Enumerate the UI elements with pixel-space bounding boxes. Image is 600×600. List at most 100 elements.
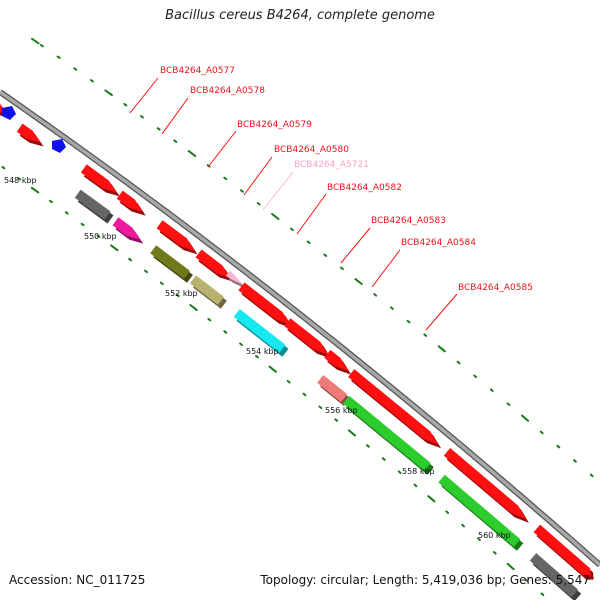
gene-features [0, 103, 594, 600]
minor-tick [573, 459, 577, 463]
minor-tick [397, 470, 402, 474]
minor-tick [173, 139, 178, 143]
minor-tick [223, 176, 228, 181]
kbp-label: 550 kbp [84, 232, 117, 241]
minor-tick [461, 523, 465, 528]
minor-tick [48, 199, 53, 204]
minor-tick [39, 43, 44, 48]
minor-tick [140, 115, 144, 119]
gene-arrow-khaki [189, 275, 227, 309]
minor-tick [489, 388, 494, 392]
minor-tick [540, 592, 545, 596]
major-tick [110, 244, 119, 252]
minor-tick [302, 392, 307, 397]
gene-arrow-red [324, 349, 352, 375]
gene-arrow-red [116, 190, 146, 216]
minor-tick [524, 578, 529, 583]
minor-tick [373, 293, 378, 297]
minor-tick [56, 55, 61, 59]
gene-arrow-blue [2, 106, 16, 120]
major-tick [521, 414, 530, 422]
minor-tick [73, 67, 78, 71]
kbp-label: 552 kbp [165, 289, 198, 298]
minor-tick [506, 402, 511, 406]
minor-tick [159, 281, 164, 286]
minor-tick [456, 360, 461, 365]
gene-arrow-red [443, 448, 529, 523]
minor-tick [406, 319, 411, 324]
label-leader-line [207, 130, 237, 168]
gene-arrow-red [238, 282, 294, 329]
gene-label: BCB4264_A0584 [401, 238, 476, 248]
minor-tick [144, 269, 148, 274]
genome-info-text: Topology: circular; Length: 5,419,036 bp… [260, 573, 590, 587]
minor-tick [255, 354, 259, 359]
tick-dots [1, 37, 594, 596]
gene-arrow-cyan [233, 309, 289, 357]
gene-label: BCB4264_A0577 [160, 66, 235, 76]
minor-tick [556, 444, 561, 449]
minor-tick [239, 342, 243, 346]
map-title: Bacillus cereus B4264, complete genome [165, 8, 435, 23]
minor-tick [223, 330, 228, 334]
gene-arrow-salmon [317, 375, 351, 406]
minor-tick [473, 374, 478, 379]
major-tick [437, 345, 446, 353]
accession-text: Accession: NC_011725 [9, 573, 146, 587]
minor-tick [17, 177, 22, 181]
gene-arrow-gray [74, 189, 114, 224]
backbone-line [0, 90, 600, 567]
minor-tick [381, 457, 386, 461]
major-tick [187, 150, 197, 157]
minor-tick [323, 253, 328, 257]
minor-tick [423, 333, 428, 337]
gene-label: BCB4264_A0580 [274, 145, 349, 155]
minor-tick [413, 483, 418, 488]
minor-tick [240, 189, 244, 193]
gene-arrow-green [438, 474, 524, 551]
gene-arrow-olive [150, 245, 193, 283]
minor-tick [389, 306, 394, 310]
gene-arrow-green [342, 395, 434, 475]
genome-backbone [0, 89, 600, 568]
minor-tick [156, 127, 161, 131]
major-tick [271, 213, 280, 220]
kbp-label: 560 kbp [478, 531, 511, 540]
gene-label: BCB4264_A5721 [294, 160, 369, 170]
gene-label: BCB4264_A0579 [237, 120, 312, 130]
gene-arrow-gray [529, 553, 582, 600]
gene-arrow-red [80, 164, 120, 197]
minor-tick [445, 510, 450, 514]
minor-tick [290, 227, 294, 231]
major-tick [506, 562, 515, 571]
minor-tick [96, 234, 101, 238]
minor-tick [128, 257, 133, 262]
label-leader-line [129, 77, 159, 114]
major-tick [189, 304, 198, 311]
gene-arrow-red [195, 249, 234, 282]
minor-tick [64, 211, 69, 215]
minor-tick [123, 103, 128, 107]
gene-arrow-red [533, 524, 594, 580]
label-leader-line [296, 193, 327, 235]
kbp-label: 554 kbp [246, 347, 279, 356]
minor-tick [589, 473, 594, 478]
minor-tick [318, 405, 323, 409]
minor-tick [366, 444, 370, 448]
minor-tick [175, 293, 180, 298]
kbp-label: 558 kbp [402, 467, 435, 476]
label-leader-line [425, 293, 458, 331]
minor-tick [80, 222, 85, 227]
major-tick [268, 365, 277, 373]
kbp-label: 548 kbp [4, 176, 37, 185]
gene-arrow-blue [52, 139, 66, 153]
minor-tick [207, 317, 212, 322]
label-leader-line [161, 97, 189, 135]
gene-arrow-red [16, 123, 44, 147]
gene-arrow-red [156, 220, 198, 255]
minor-tick [539, 430, 544, 435]
minor-tick [256, 201, 261, 206]
gene-label: BCB4264_A0585 [458, 283, 533, 293]
gene-label: BCB4264_A0582 [327, 183, 402, 193]
